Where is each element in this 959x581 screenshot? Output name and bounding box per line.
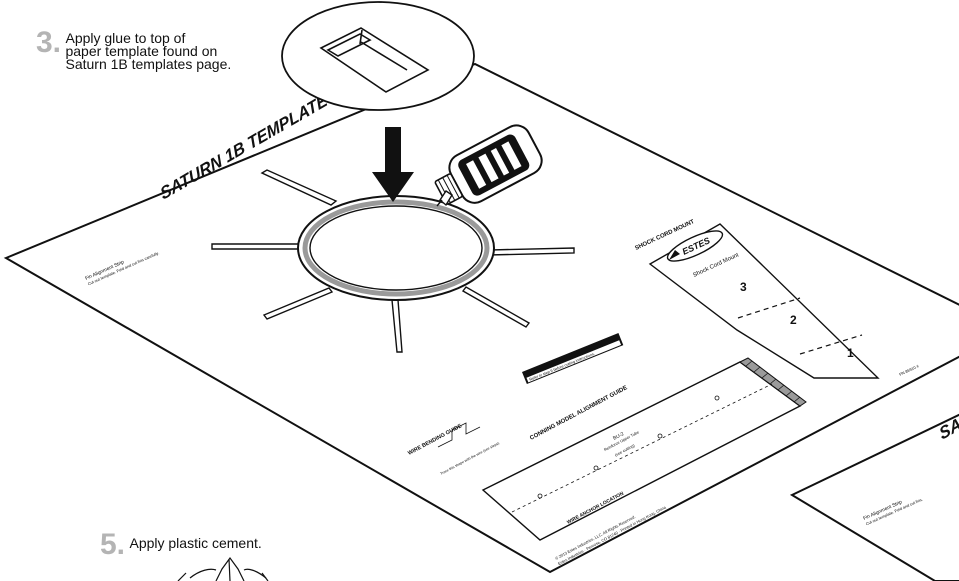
step5-partial-drawing xyxy=(177,556,269,581)
shock-cord-mount-template xyxy=(648,223,880,379)
shock-cord-dashes xyxy=(737,297,863,355)
glue-ring-outer xyxy=(297,195,495,301)
wrap-dashed-line xyxy=(511,383,773,513)
step-3-line-2: paper template found on xyxy=(65,43,218,59)
step-5-instruction: 5. Apply plastic cement. xyxy=(100,530,262,560)
nozzle-icon xyxy=(439,190,453,207)
shock-cord-logo: ESTES xyxy=(666,230,724,262)
shock-cord-step-3: 3 xyxy=(740,280,747,294)
second-sheet-title-fragment: SA xyxy=(936,413,959,444)
step-3-text: Apply glue to top of paper template foun… xyxy=(65,28,285,71)
step-3-number: 3. xyxy=(36,26,62,59)
glue-ring xyxy=(302,199,490,297)
callout-template-piece xyxy=(319,27,430,93)
step-3-line-1: Apply glue to top of xyxy=(65,30,186,46)
wire-guide-shape xyxy=(437,422,481,448)
step-3-line-3: Saturn 1B templates page. xyxy=(65,56,232,72)
glue-bottle-icon xyxy=(434,124,543,207)
shock-cord-step-2: 2 xyxy=(790,313,797,327)
shock-cord-step-1: 1 xyxy=(847,346,854,360)
step-3-instruction: 3. Apply glue to top of paper template f… xyxy=(36,26,285,72)
step-5-number: 5. xyxy=(100,528,126,561)
down-arrow-icon xyxy=(372,127,414,202)
wrap-holes xyxy=(537,395,720,499)
template-callout-icon xyxy=(281,1,475,111)
glue-ring-inner xyxy=(309,205,483,291)
step-5-text: Apply plastic cement. xyxy=(129,535,262,551)
wrap-center-line-1: BU-2 xyxy=(612,431,625,442)
second-template-sheet xyxy=(789,413,959,581)
